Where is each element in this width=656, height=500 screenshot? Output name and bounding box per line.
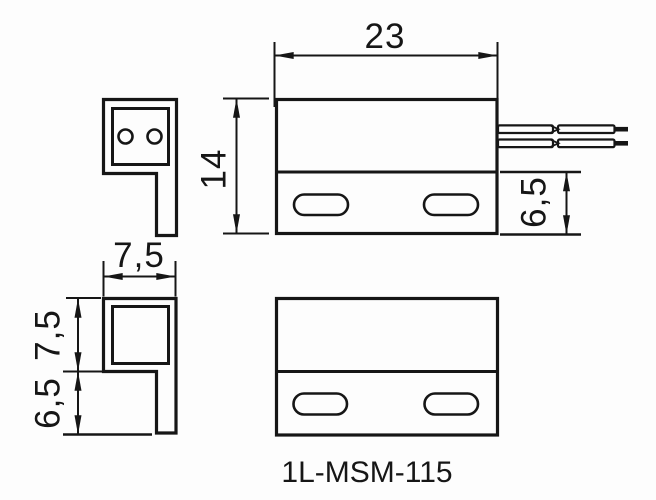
side-profile-outline [101, 296, 178, 435]
magnet-cross-section [111, 305, 170, 365]
wire-top-segment-1 [496, 124, 555, 135]
front-view-top [274, 97, 628, 236]
wire-hole-left [117, 128, 134, 145]
side-view-top [101, 97, 179, 238]
wire-bottom-break-mark [550, 139, 561, 148]
dim-body-height: 14 [195, 97, 269, 235]
sensor-cross-section [111, 107, 170, 166]
dim-flange-height: 6,5 [500, 170, 581, 236]
mounting-slot-left-top [292, 193, 350, 217]
wire-bottom [496, 138, 628, 149]
wire-bottom-segment-1 [496, 138, 555, 149]
dim-body-height-label: 14 [195, 149, 234, 190]
side-profile-outline [101, 97, 179, 238]
dim-side-head-height-label: 7,5 [29, 309, 68, 361]
wire-hole-right [146, 128, 163, 145]
body-outline-bottom [274, 296, 500, 437]
wire-bottom-segment-2 [556, 138, 616, 149]
dim-side-leg-height-label: 6,5 [29, 377, 68, 429]
mounting-slot-right-bottom [423, 392, 480, 416]
mounting-slot-left-bottom [292, 392, 349, 416]
dim-body-width-label: 23 [365, 17, 406, 56]
mounting-slot-right-top [422, 193, 480, 217]
dim-flange-height-label: 6,5 [515, 176, 554, 228]
dim-side-leg-height: 6,5 [29, 370, 152, 436]
front-view-bottom [274, 296, 500, 437]
body-outline-top [274, 97, 499, 236]
dim-side-head-height: 7,5 [29, 297, 101, 372]
side-view-bottom [101, 296, 178, 435]
dim-body-width: 23 [273, 17, 499, 107]
wire-top [496, 124, 628, 135]
dim-side-width: 7,5 [102, 236, 177, 297]
product-label: 1L-MSM-115 [281, 456, 452, 489]
dim-side-width-label: 7,5 [113, 236, 165, 275]
wire-top-segment-2 [556, 124, 616, 135]
wire-top-break-mark [550, 124, 561, 134]
